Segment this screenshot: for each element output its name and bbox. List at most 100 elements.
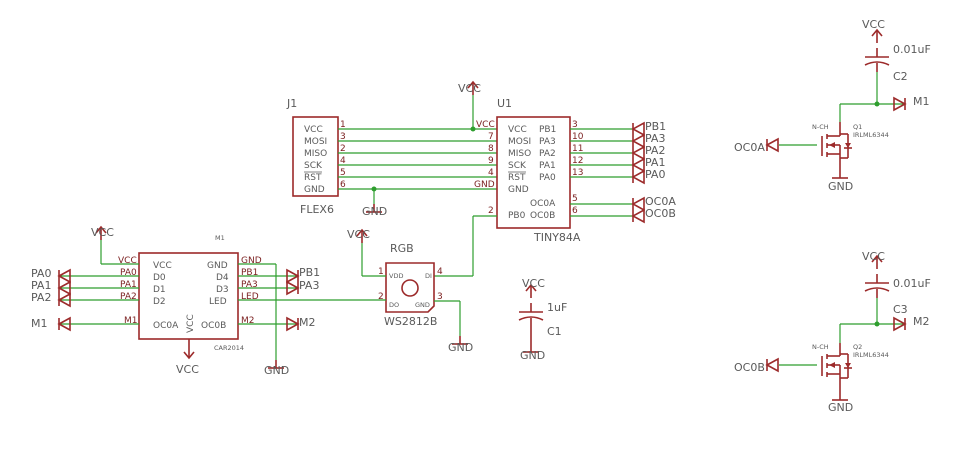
m1-designator: M1 [215,234,225,242]
q1-type: N-CH [812,123,829,131]
j1-u1-bus [338,95,497,204]
u1-pin-number: 12 [572,156,583,166]
gnd-label: GND [828,401,853,414]
u1-pin-name: VCC [508,125,527,135]
j1-designator: J1 [286,97,297,110]
gnd-label: GND [828,180,853,193]
j1-pin-name: VCC [304,125,323,135]
m1-pin-name: D3 [216,285,229,295]
vcc-label: VCC [862,250,885,263]
u1-pin-number: 11 [572,144,583,154]
u1-pin-name: RST [508,173,526,183]
u1-pin-name: PB1 [539,125,556,135]
q2-wires: M2 OC0B [734,315,930,374]
m1-pin-name: VCC [186,314,196,333]
net-label-oc0a: OC0A [645,195,676,208]
c2-value: 0.01uF [893,43,931,56]
m1-pin-net: M1 [124,316,138,326]
rgb-pin-number: 3 [437,292,443,302]
gnd-label: GND [362,205,387,218]
m1-pin-name: GND [207,261,228,271]
vcc-label: VCC [458,82,481,95]
vcc-label: VCC [522,277,545,290]
j1-pin-number: 6 [340,180,346,190]
u1-pin-name: PA0 [539,173,556,183]
u1-right-nets: PB1 PA3 PA2 PA1 PA0 OC0A OC0B [570,120,676,223]
j1-pin-name: GND [304,185,325,195]
vcc-label: VCC [176,363,199,376]
u1-pin-name: PA3 [539,137,556,147]
rgb-pin-number: 1 [378,267,384,277]
net-label-pa0: PA0 [31,267,51,280]
rgb-pin-name: VDD [389,272,403,280]
net-label-oc0b: OC0B [645,207,676,220]
net-label-m2: M2 [299,316,316,329]
junction-dot [874,321,880,327]
m1-pin-net: VCC [118,256,137,266]
vcc-label: VCC [347,228,370,241]
u1-pin-number: 5 [572,194,578,204]
m1-left-nets: PA0 PA1 PA2 M1 [31,240,139,331]
j1-pin-number: 1 [340,120,346,130]
gnd-label: GND [520,349,545,362]
capacitor-c2[interactable]: VCC 0.01uF C2 [862,18,931,104]
u1-pin-name: GND [508,185,529,195]
rgb-led-ws2812b[interactable]: RGB WS2812B VDD DI DO GND 1 4 2 3 [378,242,443,328]
u1-pin-number: 7 [488,132,494,142]
capacitor-c1[interactable]: VCC 1uF C1 GND [518,277,567,362]
m1-pin-name: LED [209,297,227,307]
j1-connector[interactable]: J1 FLEX6 VCC MOSI MISO SCK RST GND 1 3 2… [286,97,346,216]
vcc-symbol: VCC [347,228,370,244]
m1-module[interactable]: M1 CAR2014 VCC D0 D1 D2 OC0A GND D4 D3 L… [118,234,262,352]
net-label-pa2: PA2 [645,144,665,157]
m1-pin-name: D4 [216,273,229,283]
ground-symbol: GND [448,335,473,354]
m1-pin-name: D0 [153,273,166,283]
vcc-label: VCC [91,226,114,239]
junction-dot [470,126,476,132]
u1-pin-name: OC0B [530,211,555,221]
u1-pin-number: 6 [572,206,578,216]
u1-pin-name: PA1 [539,161,556,171]
net-label-pa0: PA0 [645,168,665,181]
m1-pin-net: M2 [241,316,255,326]
net-label-pa2: PA2 [31,291,51,304]
q1-value: IRLML6344 [853,131,889,139]
capacitor-c3[interactable]: VCC 0.01uF C3 [862,250,931,324]
m1-value: CAR2014 [214,344,244,352]
net-label-pa3: PA3 [645,132,665,145]
j1-pin-name: MISO [304,149,327,159]
u1-pin-name: PA2 [539,149,556,159]
rgb-wires [361,243,461,336]
m1-pin-name: D2 [153,297,166,307]
ground-symbol: GND [264,359,289,377]
rgb-pin-number: 2 [378,292,384,302]
j1-pin-name: MOSI [304,137,327,147]
q1-wires: M1 OC0A [734,95,930,154]
m1-pin-net: PA0 [120,268,137,278]
j1-pin-number: 2 [340,144,346,154]
vcc-symbol: VCC [91,226,114,241]
vcc-label: VCC [862,18,885,31]
u1-pin-number: 8 [488,144,494,154]
m1-pin-name: VCC [153,261,172,271]
q2-value: IRLML6344 [853,351,889,359]
m1-right-nets: PB1 PA3 M2 [238,263,386,360]
u1-pin-name: SCK [508,161,527,171]
rgb-pin-name: DO [389,301,399,309]
mosfet-q1[interactable]: N-CH Q1 IRLML6344 GND [812,122,889,193]
net-label-pb1: PB1 [299,266,320,279]
u1-microcontroller[interactable]: U1 TINY84A VCC MOSI MISO SCK RST GND PB0… [474,97,584,244]
junction-dot [874,101,880,107]
u1-pin-number: 10 [572,132,584,142]
u1-pin-number: 3 [572,120,578,130]
net-label-pb1: PB1 [645,120,666,133]
u1-pin-number: 13 [572,168,583,178]
j1-pin-number: 3 [340,132,346,142]
vcc-symbol: VCC [458,81,481,96]
u1-pin-name: PB0 [508,211,526,221]
u1-designator: U1 [497,97,512,110]
net-label-pa1: PA1 [31,279,51,292]
mosfet-q2[interactable]: N-CH Q2 IRLML6344 GND [812,343,889,414]
